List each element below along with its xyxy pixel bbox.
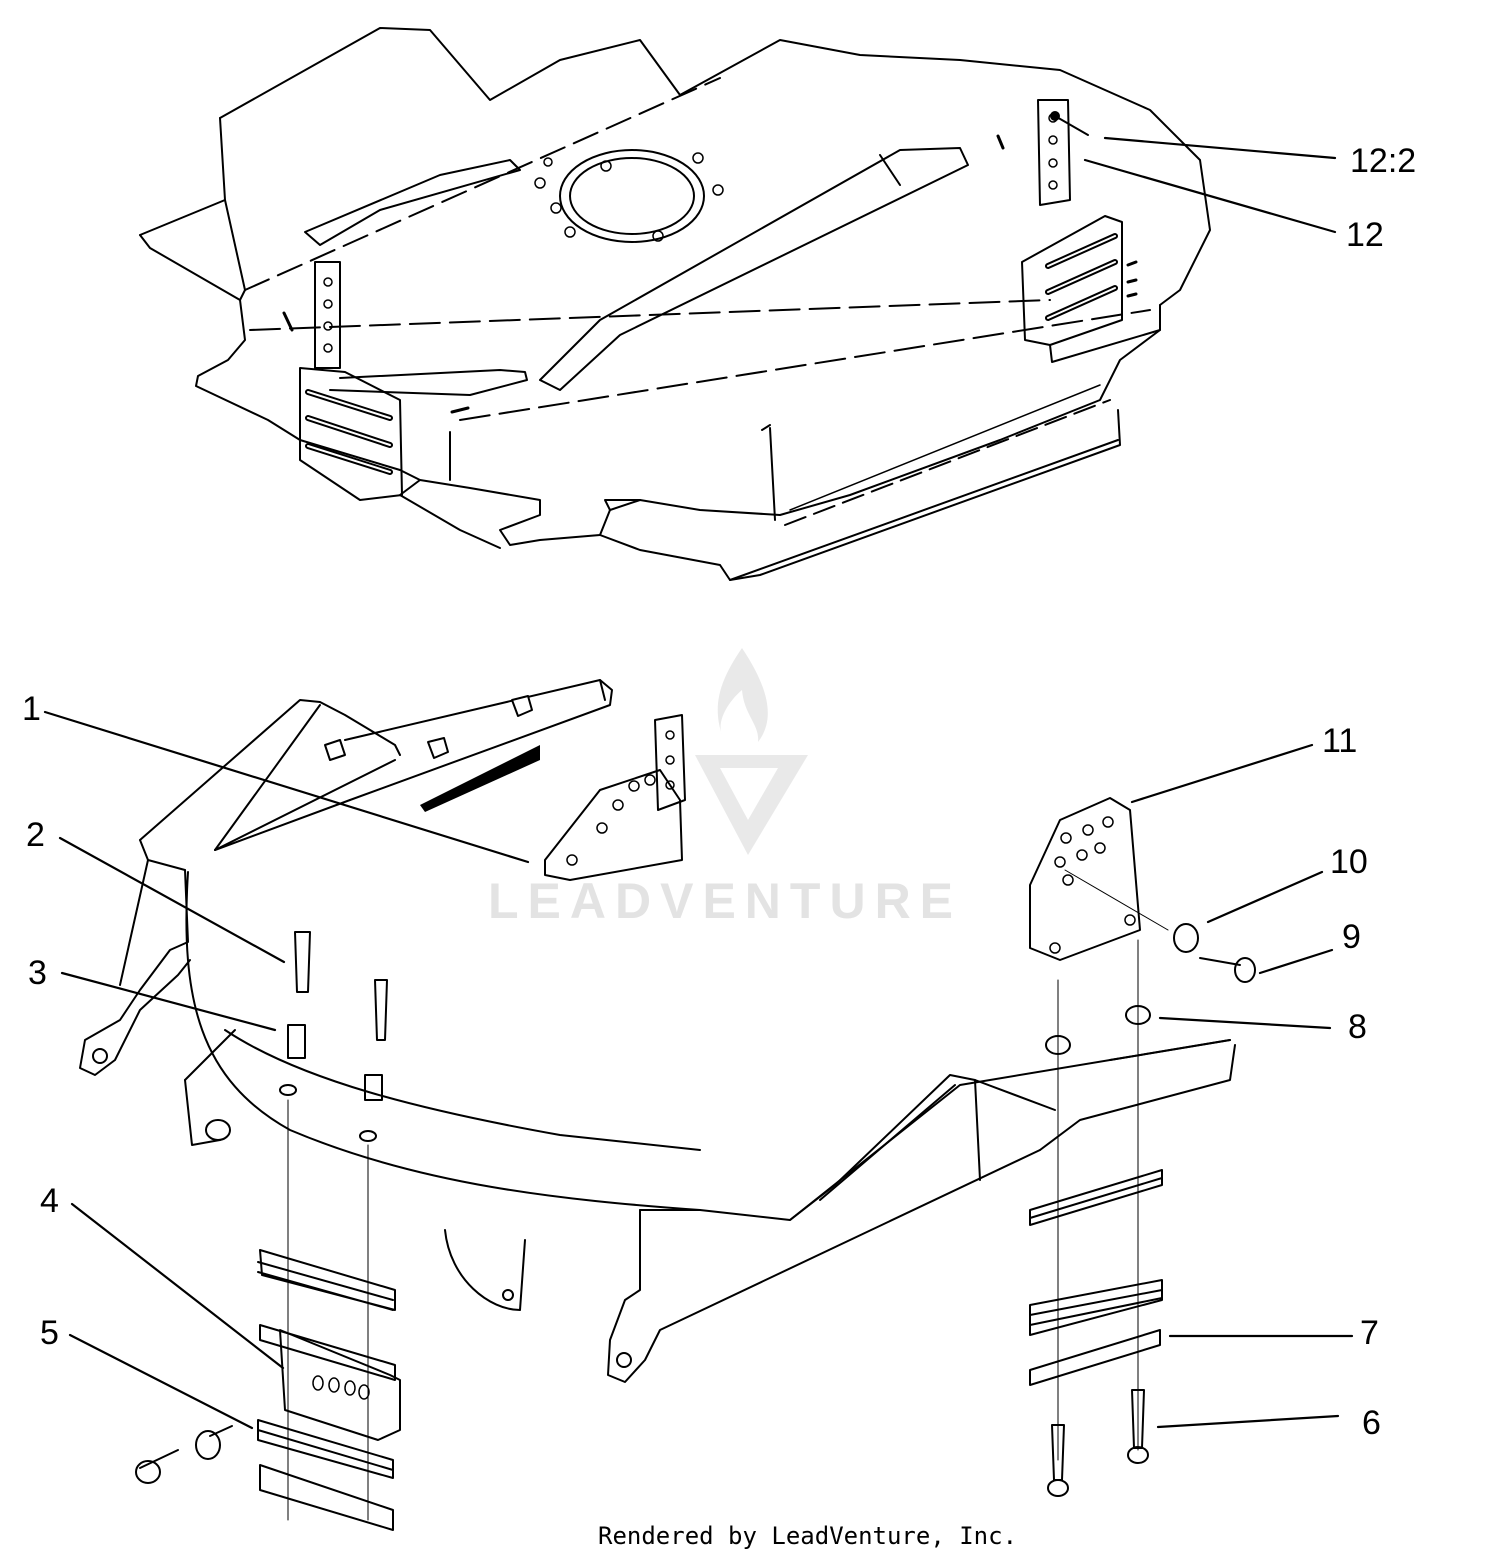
callout-3: 3 [28,954,47,992]
callout-8: 8 [1348,1008,1367,1046]
callout-12: 12 [1346,216,1384,254]
watermark-brand: LEADVENTURE [488,873,963,929]
mower-deck [139,27,1211,581]
callout-7: 7 [1360,1314,1379,1352]
leader-lines [43,136,1354,1430]
callout-1: 1 [22,690,41,728]
callout-4: 4 [40,1182,59,1220]
callout-10: 10 [1330,843,1368,881]
hitch-frame [79,679,1256,1531]
callout-11: 11 [1322,722,1358,760]
render-credit: Rendered by LeadVenture, Inc. [598,1522,1018,1550]
flame-v-logo-icon [695,648,808,855]
callout-12-2: 12:2 [1350,142,1417,180]
callout-9: 9 [1342,918,1361,956]
callout-5: 5 [40,1314,59,1352]
callout-2: 2 [26,816,45,854]
callout-6: 6 [1362,1404,1381,1442]
